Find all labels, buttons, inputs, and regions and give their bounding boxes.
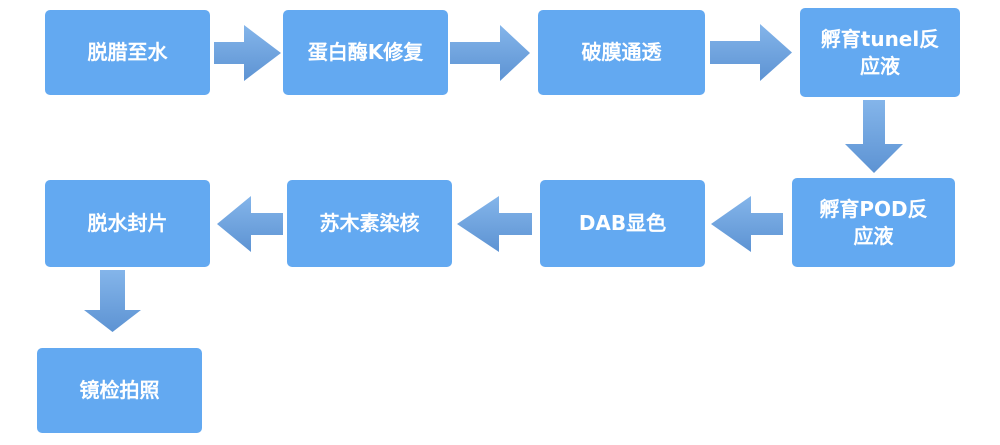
flow-node-permeabilize: 破膜通透: [538, 10, 705, 95]
flow-node-pod-incubate: 孵育POD反 应液: [792, 178, 955, 267]
arrow-down-icon: [845, 100, 903, 173]
arrow-left-icon: [217, 196, 283, 252]
flow-node-proteinase-k: 蛋白酶K修复: [283, 10, 448, 95]
arrow-left-icon: [457, 196, 532, 252]
arrow-right-icon: [450, 25, 530, 81]
arrow-right-icon: [214, 25, 281, 81]
arrow-right-icon: [710, 24, 792, 81]
flow-node-microscopy: 镜检拍照: [37, 348, 202, 433]
flow-node-dehydrate-mount: 脱水封片: [45, 180, 210, 267]
arrow-left-icon: [711, 196, 783, 252]
flow-node-dab-color: DAB显色: [540, 180, 705, 267]
arrow-down-icon: [84, 270, 141, 332]
flow-node-dewax: 脱腊至水: [45, 10, 210, 95]
flow-node-tunel-incubate: 孵育tunel反 应液: [800, 8, 960, 97]
flow-node-hematoxylin: 苏木素染核: [287, 180, 452, 267]
